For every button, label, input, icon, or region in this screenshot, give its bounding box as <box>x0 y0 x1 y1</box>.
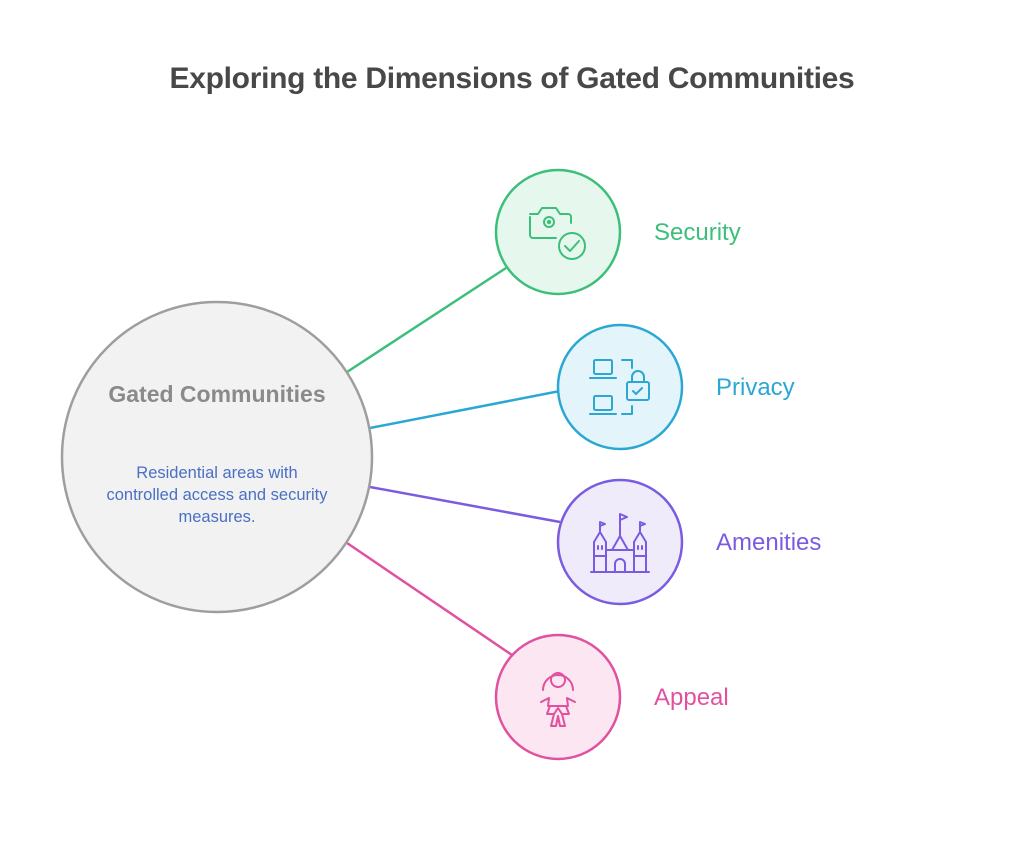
hub-circle <box>60 300 374 614</box>
appeal-node <box>494 633 622 761</box>
hub-title: Gated Communities <box>108 381 326 407</box>
amenities-node <box>556 478 684 606</box>
diagram-title: Exploring the Dimensions of Gated Commun… <box>169 62 855 95</box>
label-amenities: Amenities <box>716 529 822 556</box>
label-privacy: Privacy <box>716 374 795 401</box>
connector-appeal <box>346 541 513 657</box>
camera-check-icon <box>529 207 586 260</box>
security-node <box>494 168 622 296</box>
connector-security <box>346 266 507 374</box>
privacy-node <box>556 323 684 451</box>
label-appeal: Appeal <box>654 684 729 711</box>
child-jump-rope-icon <box>540 672 576 727</box>
hub-description: Residential areas with controlled access… <box>106 464 328 526</box>
connector-amenities <box>369 485 561 524</box>
castle-icon <box>590 513 650 573</box>
laptops-lock-icon <box>589 359 650 415</box>
connector-privacy <box>369 389 561 430</box>
label-security: Security <box>654 219 741 246</box>
